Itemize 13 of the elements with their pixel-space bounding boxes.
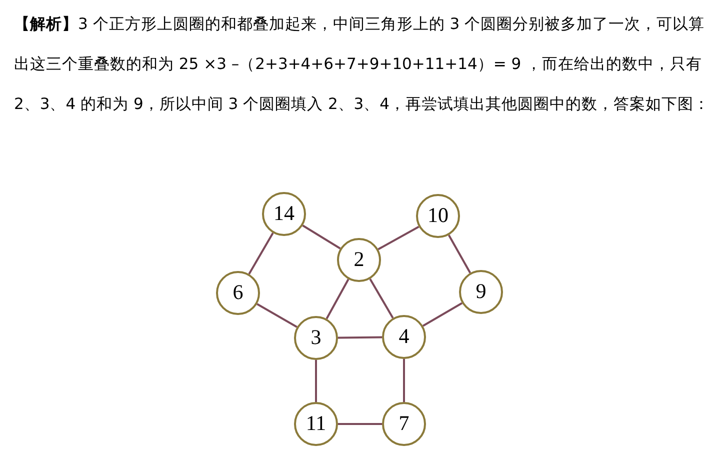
connector-line [256, 303, 298, 328]
connector-line [422, 302, 462, 327]
connector-line [338, 336, 382, 339]
explanation-paragraph: 【解析】3 个正方形上圆圈的和都叠加起来，中间三角形上的 3 个圆圈分别被多加了一次，可以算出这三个重叠数的和为 25 ×3 –（2+3+4+6+7+9+10+11+14）= 9 ，而在给出的数中，只有 2、3、4 的和为 9，所以中间 3 个圆圈填入 2、3、4，再尝试填出其他圆圈中的数，答案如下图： [14, 14, 711, 115]
connector-line [326, 278, 350, 320]
connector-line [315, 360, 317, 402]
connector-line [248, 232, 274, 274]
connector-line [369, 278, 394, 318]
connector-line [403, 359, 405, 402]
connector-line [338, 423, 382, 425]
connector-line [378, 226, 420, 250]
connector-line [302, 224, 341, 250]
connector-line [448, 234, 472, 274]
